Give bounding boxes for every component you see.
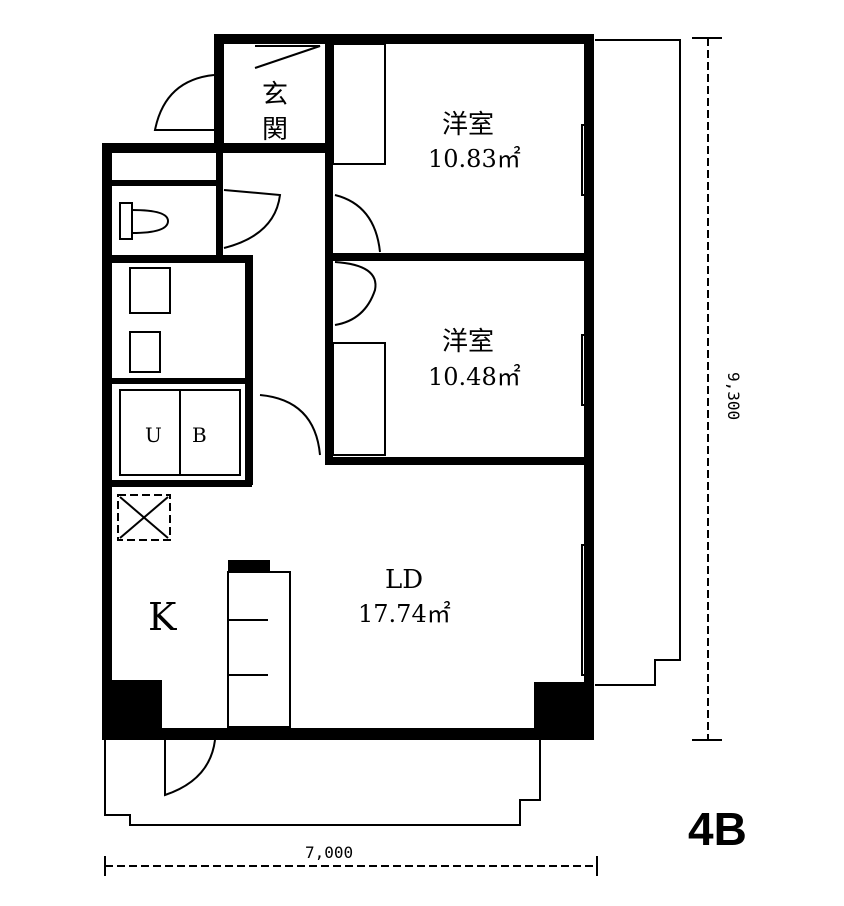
ld-name: LD (385, 565, 423, 595)
toilet-tank (119, 202, 133, 240)
width-label: 7,000 (305, 843, 353, 862)
unit-bath-u: U (145, 423, 162, 447)
toilet-bowl (131, 209, 170, 234)
refrigerator-space (117, 494, 171, 541)
closet-bedroom1 (332, 43, 386, 165)
walls (102, 34, 594, 740)
bedroom1-area: 10.83㎡ (428, 145, 521, 173)
balcony-right (595, 39, 681, 686)
windows (339, 124, 593, 738)
unit-label: 4B (688, 803, 747, 855)
depth-label: 9,300 (724, 372, 743, 420)
entrance-label-2: 関 (262, 115, 288, 145)
closet-bedroom2 (332, 342, 386, 456)
doors (153, 45, 381, 797)
bedroom2-area: 10.48㎡ (428, 363, 521, 391)
pillar-left (104, 680, 162, 740)
entrance-label-1: 玄 (262, 80, 288, 110)
washbasin (129, 331, 161, 373)
balcony-bottom (104, 740, 541, 826)
ld-area: 17.74㎡ (358, 600, 451, 628)
dimension-width (104, 856, 598, 876)
dimension-depth (692, 37, 722, 741)
bedroom1-name: 洋室 (442, 110, 494, 140)
kitchen-label: K (148, 595, 177, 639)
kitchen-counter (227, 571, 291, 728)
washing-machine (129, 267, 171, 314)
bedroom2-name: 洋室 (442, 327, 494, 357)
unit-bath-b: B (192, 423, 207, 447)
pillar-right (534, 682, 594, 740)
